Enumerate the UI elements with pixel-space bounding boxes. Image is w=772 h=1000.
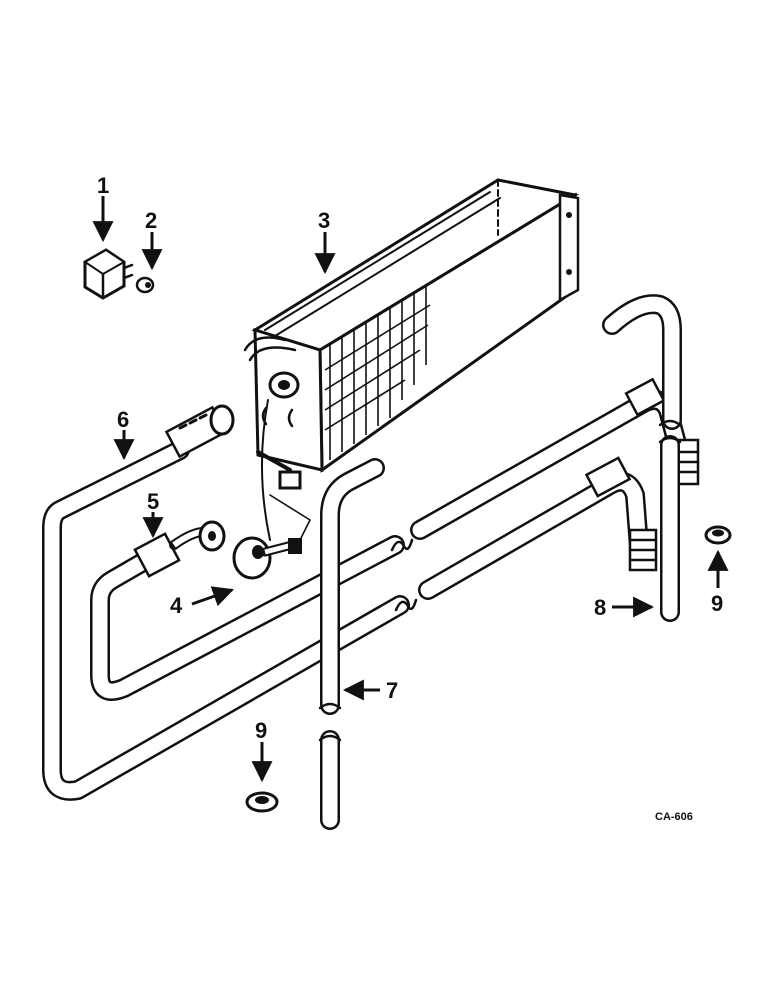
callout-6: 6 [117,407,129,432]
callout-8: 8 [594,595,606,620]
grommet-9-right [704,525,732,545]
drawing-code: CA-606 [655,811,693,823]
leader-4 [191,586,234,607]
hose-6 [42,404,658,801]
callout-3: 3 [318,208,330,233]
hose-6-fitting [164,404,235,459]
hose-5-fitting [133,520,226,578]
callout-5: 5 [147,489,159,514]
grommet-9-left [245,791,279,813]
hose-6-right-fitting [584,456,658,572]
evaporator-core-3 [243,178,580,490]
callout-2: 2 [145,208,157,233]
knob-2 [135,276,155,294]
evaporator-fins [324,286,431,460]
callout-4: 4 [170,593,183,618]
leader-arrows [92,196,729,783]
callout-7: 7 [386,678,398,703]
drain-tube-8 [602,294,682,622]
thermostat-switch-1 [83,248,134,300]
drain-tube-7 [318,458,385,830]
callout-9-left: 9 [255,718,267,743]
expansion-valve-4 [232,399,311,580]
callout-9-right: 9 [711,591,723,616]
callout-1: 1 [97,173,109,198]
